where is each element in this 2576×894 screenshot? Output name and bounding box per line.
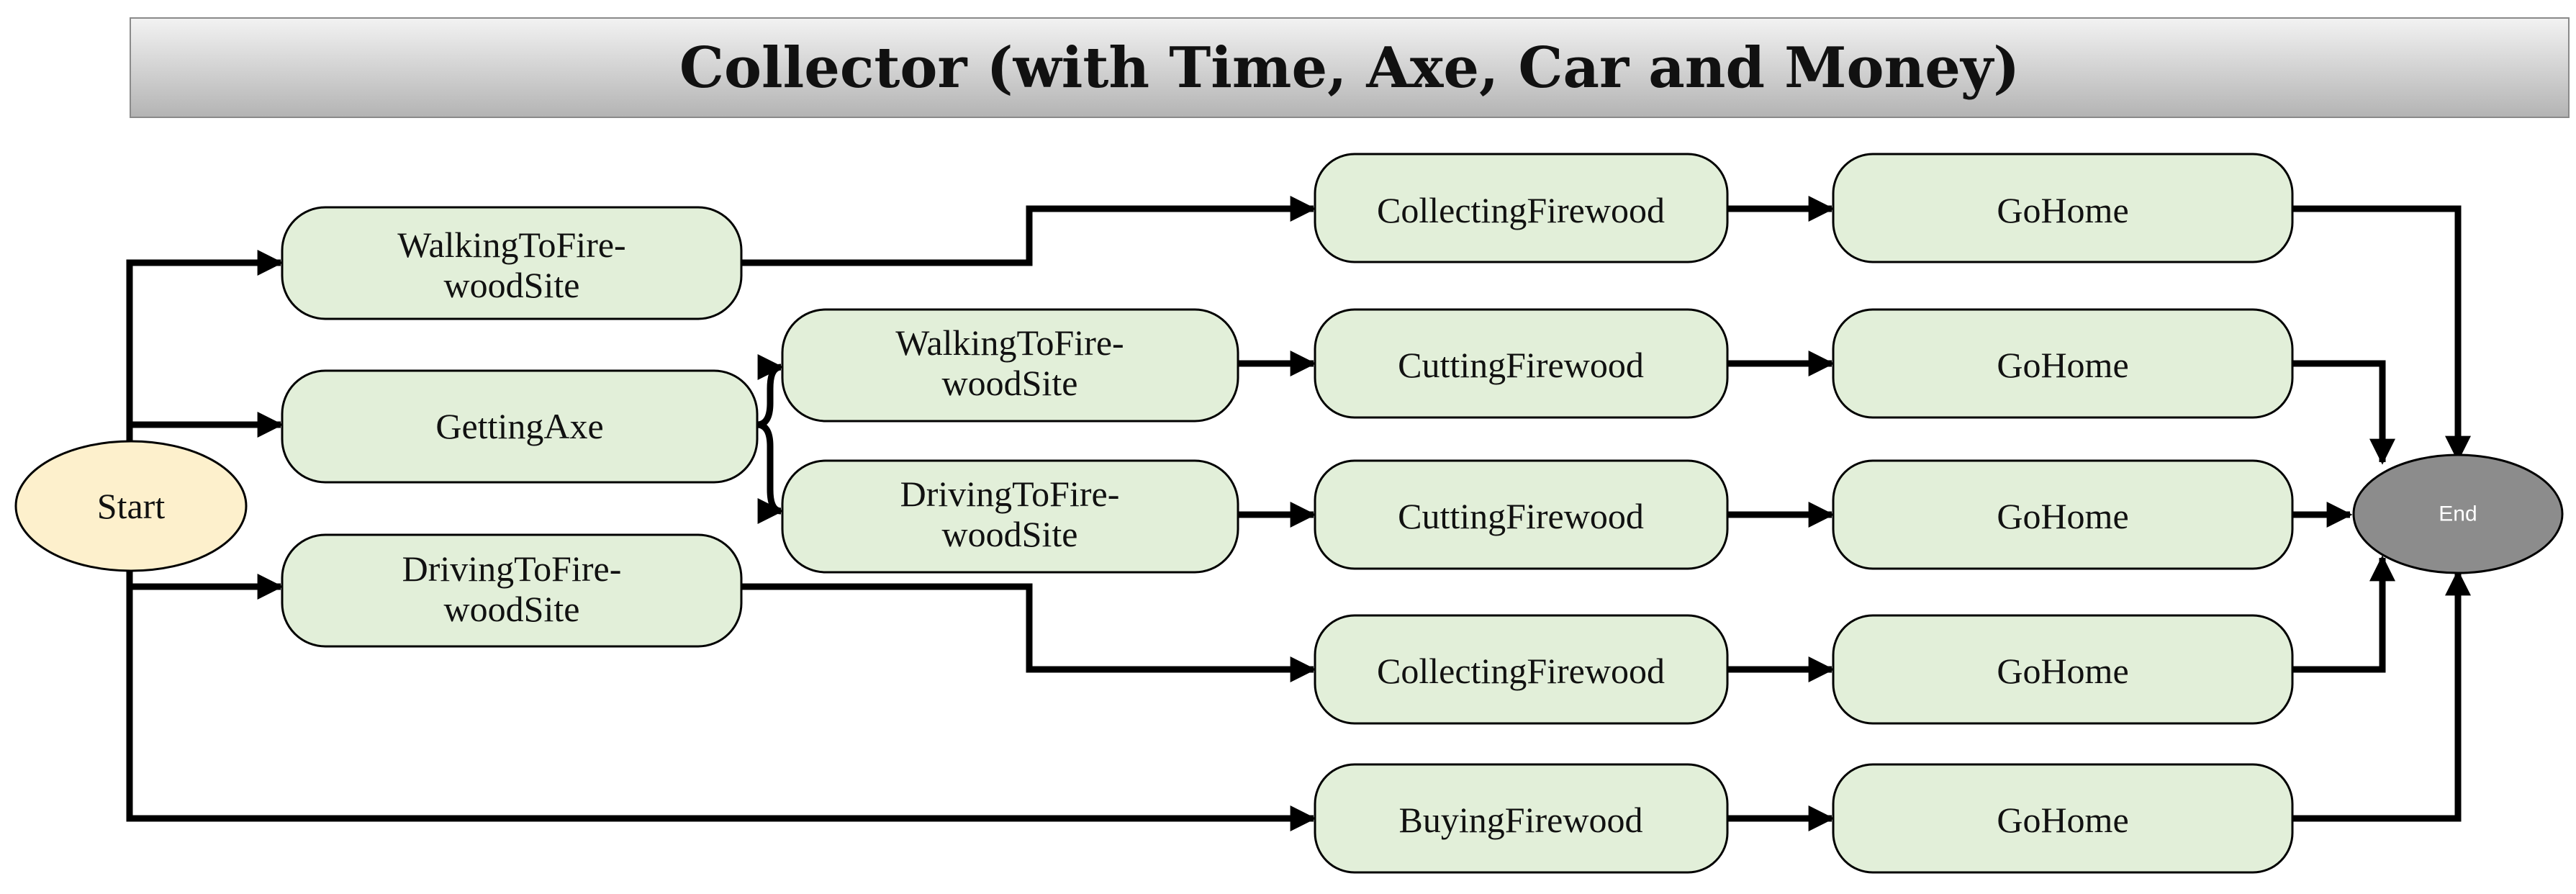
edge-drive-left-collect-2 (741, 583, 1316, 682)
edge-axe-drive-mid (756, 421, 784, 524)
edge-gohome-5-end (2292, 569, 2471, 822)
node-go-home-3: GoHome (1832, 459, 2294, 570)
node-label-line1: DrivingToFire- (402, 548, 622, 589)
node-label-line2: woodSite (444, 265, 580, 305)
node-go-home-2: GoHome (1832, 308, 2294, 419)
node-label: GettingAxe (435, 406, 603, 446)
node-walking-to-firewood-site-mid: WalkingToFire- woodSite (781, 308, 1239, 423)
end-node: End (2352, 453, 2564, 574)
node-label: GoHome (1997, 190, 2128, 230)
edge-gohome-2-end (2292, 360, 2395, 465)
edges (126, 196, 2471, 831)
edge-walk-top-collect-1 (741, 196, 1316, 266)
end-label: End (2439, 502, 2477, 526)
node-collecting-firewood-2: CollectingFirewood (1314, 614, 1729, 725)
node-cutting-firewood-2: CuttingFirewood (1314, 459, 1729, 570)
node-label-line1: WalkingToFire- (397, 225, 625, 265)
node-go-home-1: GoHome (1832, 153, 2294, 263)
edge-start-drive-left (126, 569, 284, 600)
edge-gohome-4-end (2292, 555, 2395, 673)
node-go-home-4: GoHome (1832, 614, 2294, 725)
node-label-line1: WalkingToFire- (895, 322, 1124, 363)
node-collecting-firewood-1: CollectingFirewood (1314, 153, 1729, 263)
node-label-line2: woodSite (942, 363, 1078, 403)
title-banner: Collector (with Time, Axe, Car and Money… (130, 17, 2570, 118)
node-label: GoHome (1997, 800, 2128, 840)
node-label: GoHome (1997, 345, 2128, 385)
edge-start-buying (126, 569, 1316, 831)
node-label: CollectingFirewood (1377, 190, 1665, 230)
node-label: CuttingFirewood (1398, 496, 1644, 536)
node-label: GoHome (1997, 651, 2128, 691)
node-walking-to-firewood-site-top: WalkingToFire- woodSite (281, 206, 743, 320)
node-label: CuttingFirewood (1398, 345, 1644, 385)
node-label-line1: DrivingToFire- (900, 474, 1120, 514)
node-driving-to-firewood-site-mid: DrivingToFire- woodSite (781, 459, 1239, 574)
edge-gohome-1-end (2292, 205, 2471, 462)
node-label: BuyingFirewood (1399, 800, 1643, 840)
node-buying-firewood: BuyingFirewood (1314, 763, 1729, 874)
edge-axe-walk-mid (756, 354, 784, 428)
start-label: Start (97, 486, 166, 526)
node-getting-axe: GettingAxe (281, 369, 759, 484)
node-cutting-firewood-1: CuttingFirewood (1314, 308, 1729, 419)
node-label-line2: woodSite (444, 589, 580, 629)
diagram-title: Collector (with Time, Axe, Car and Money… (679, 35, 2020, 101)
node-driving-to-firewood-site-left: DrivingToFire- woodSite (281, 533, 743, 648)
node-label: GoHome (1997, 496, 2128, 536)
node-label: CollectingFirewood (1377, 651, 1665, 691)
start-node: Start (14, 440, 248, 572)
node-go-home-5: GoHome (1832, 763, 2294, 874)
node-label-line2: woodSite (942, 514, 1078, 554)
